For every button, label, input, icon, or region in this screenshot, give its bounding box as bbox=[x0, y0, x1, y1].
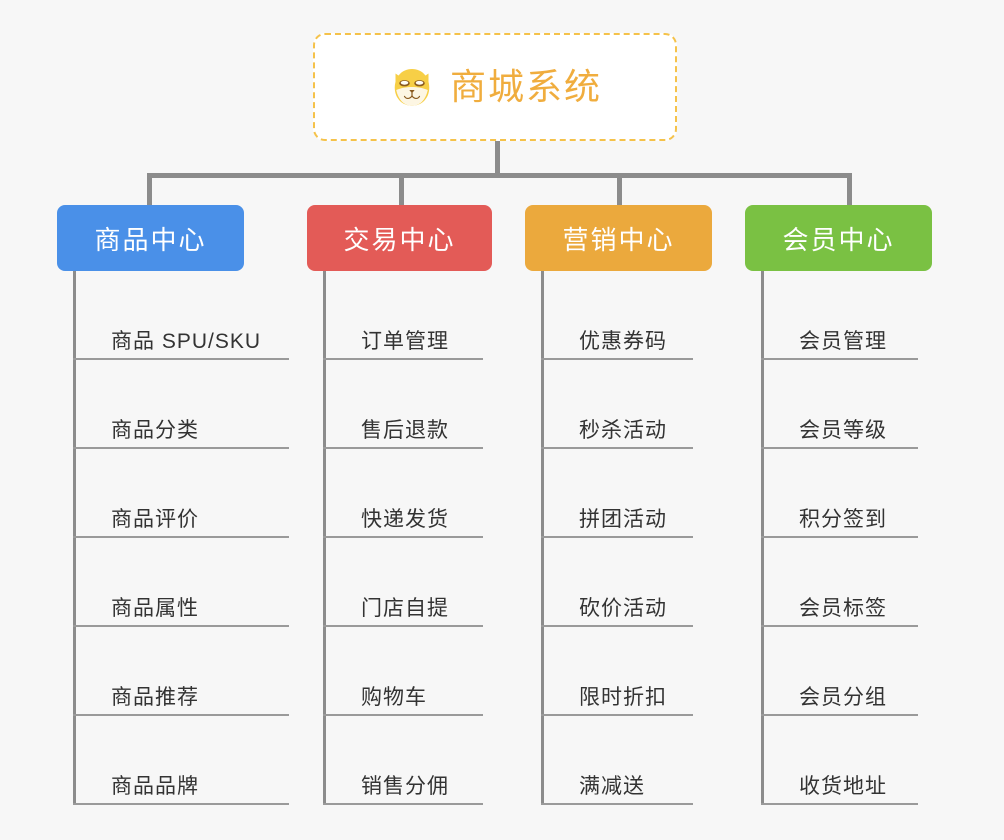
subitem-label: 秒杀活动 bbox=[579, 418, 667, 442]
subitem-marketing-0[interactable]: 优惠券码 bbox=[541, 271, 693, 360]
column-spine-product bbox=[73, 271, 76, 805]
subitem-label: 限时折扣 bbox=[579, 685, 667, 709]
subitem-marketing-4[interactable]: 限时折扣 bbox=[541, 627, 693, 716]
category-box-product[interactable]: 商品中心 bbox=[57, 205, 244, 271]
subitem-column-trade: 订单管理 售后退款 快递发货 门店自提 购物车 销售分佣 bbox=[323, 271, 483, 805]
column-spine-member bbox=[761, 271, 764, 805]
subitem-label: 商品属性 bbox=[111, 596, 199, 620]
subitem-label: 会员标签 bbox=[799, 596, 887, 620]
subitem-trade-5[interactable]: 销售分佣 bbox=[323, 716, 483, 805]
subitem-label: 商品推荐 bbox=[111, 685, 199, 709]
subitem-marketing-3[interactable]: 砍价活动 bbox=[541, 538, 693, 627]
connector-root-stem bbox=[495, 141, 500, 176]
subitem-trade-1[interactable]: 售后退款 bbox=[323, 360, 483, 449]
subitem-marketing-1[interactable]: 秒杀活动 bbox=[541, 360, 693, 449]
subitem-label: 商品品牌 bbox=[111, 774, 199, 798]
category-box-marketing[interactable]: 营销中心 bbox=[525, 205, 712, 271]
subitem-column-product: 商品 SPU/SKU 商品分类 商品评价 商品属性 商品推荐 商品品牌 bbox=[73, 271, 289, 805]
subitem-trade-2[interactable]: 快递发货 bbox=[323, 449, 483, 538]
subitem-label: 拼团活动 bbox=[579, 507, 667, 531]
column-spine-trade bbox=[323, 271, 326, 805]
subitem-member-2[interactable]: 积分签到 bbox=[761, 449, 918, 538]
subitem-trade-4[interactable]: 购物车 bbox=[323, 627, 483, 716]
column-spine-marketing bbox=[541, 271, 544, 805]
category-title-trade: 交易中心 bbox=[343, 224, 456, 255]
subitem-label: 积分签到 bbox=[799, 507, 887, 531]
subitem-label: 销售分佣 bbox=[361, 774, 449, 798]
category-title-product: 商品中心 bbox=[94, 224, 207, 255]
subitem-product-2[interactable]: 商品评价 bbox=[73, 449, 289, 538]
subitem-label: 砍价活动 bbox=[579, 596, 667, 620]
subitem-trade-3[interactable]: 门店自提 bbox=[323, 538, 483, 627]
subitem-label: 会员管理 bbox=[799, 329, 887, 353]
subitem-label: 收货地址 bbox=[799, 774, 887, 798]
category-title-marketing: 营销中心 bbox=[562, 224, 675, 255]
subitem-label: 会员等级 bbox=[799, 418, 887, 442]
category-box-member[interactable]: 会员中心 bbox=[745, 205, 932, 271]
subitem-label: 售后退款 bbox=[361, 418, 449, 442]
connector-drop-2 bbox=[399, 173, 404, 208]
subitem-label: 优惠券码 bbox=[579, 329, 667, 353]
subitem-column-marketing: 优惠券码 秒杀活动 拼团活动 砍价活动 限时折扣 满减送 bbox=[541, 271, 693, 805]
subitem-member-5[interactable]: 收货地址 bbox=[761, 716, 918, 805]
subitem-label: 商品分类 bbox=[111, 418, 199, 442]
subitem-product-5[interactable]: 商品品牌 bbox=[73, 716, 289, 805]
subitem-label: 购物车 bbox=[361, 685, 427, 709]
shiba-dog-icon bbox=[394, 69, 430, 106]
root-node[interactable]: 商城系统 bbox=[313, 33, 677, 141]
subitem-column-member: 会员管理 会员等级 积分签到 会员标签 会员分组 收货地址 bbox=[761, 271, 918, 805]
category-title-member: 会员中心 bbox=[782, 224, 895, 255]
subitem-label: 订单管理 bbox=[361, 329, 449, 353]
connector-drop-4 bbox=[847, 173, 852, 208]
subitem-label: 快递发货 bbox=[361, 507, 449, 531]
connector-drop-3 bbox=[617, 173, 622, 208]
subitem-label: 门店自提 bbox=[361, 596, 449, 620]
subitem-label: 满减送 bbox=[579, 774, 645, 798]
subitem-product-0[interactable]: 商品 SPU/SKU bbox=[73, 271, 289, 360]
subitem-product-3[interactable]: 商品属性 bbox=[73, 538, 289, 627]
subitem-member-3[interactable]: 会员标签 bbox=[761, 538, 918, 627]
category-box-trade[interactable]: 交易中心 bbox=[307, 205, 492, 271]
subitem-member-4[interactable]: 会员分组 bbox=[761, 627, 918, 716]
connector-drop-1 bbox=[147, 173, 152, 208]
connector-horizontal-bus bbox=[147, 173, 849, 178]
subitem-member-1[interactable]: 会员等级 bbox=[761, 360, 918, 449]
subitem-marketing-5[interactable]: 满减送 bbox=[541, 716, 693, 805]
subitem-label: 会员分组 bbox=[799, 685, 887, 709]
subitem-trade-0[interactable]: 订单管理 bbox=[323, 271, 483, 360]
subitem-label: 商品评价 bbox=[111, 507, 199, 531]
subitem-product-1[interactable]: 商品分类 bbox=[73, 360, 289, 449]
subitem-product-4[interactable]: 商品推荐 bbox=[73, 627, 289, 716]
subitem-label: 商品 SPU/SKU bbox=[111, 329, 262, 353]
subitem-member-0[interactable]: 会员管理 bbox=[761, 271, 918, 360]
subitem-marketing-2[interactable]: 拼团活动 bbox=[541, 449, 693, 538]
root-title: 商城系统 bbox=[449, 66, 602, 107]
